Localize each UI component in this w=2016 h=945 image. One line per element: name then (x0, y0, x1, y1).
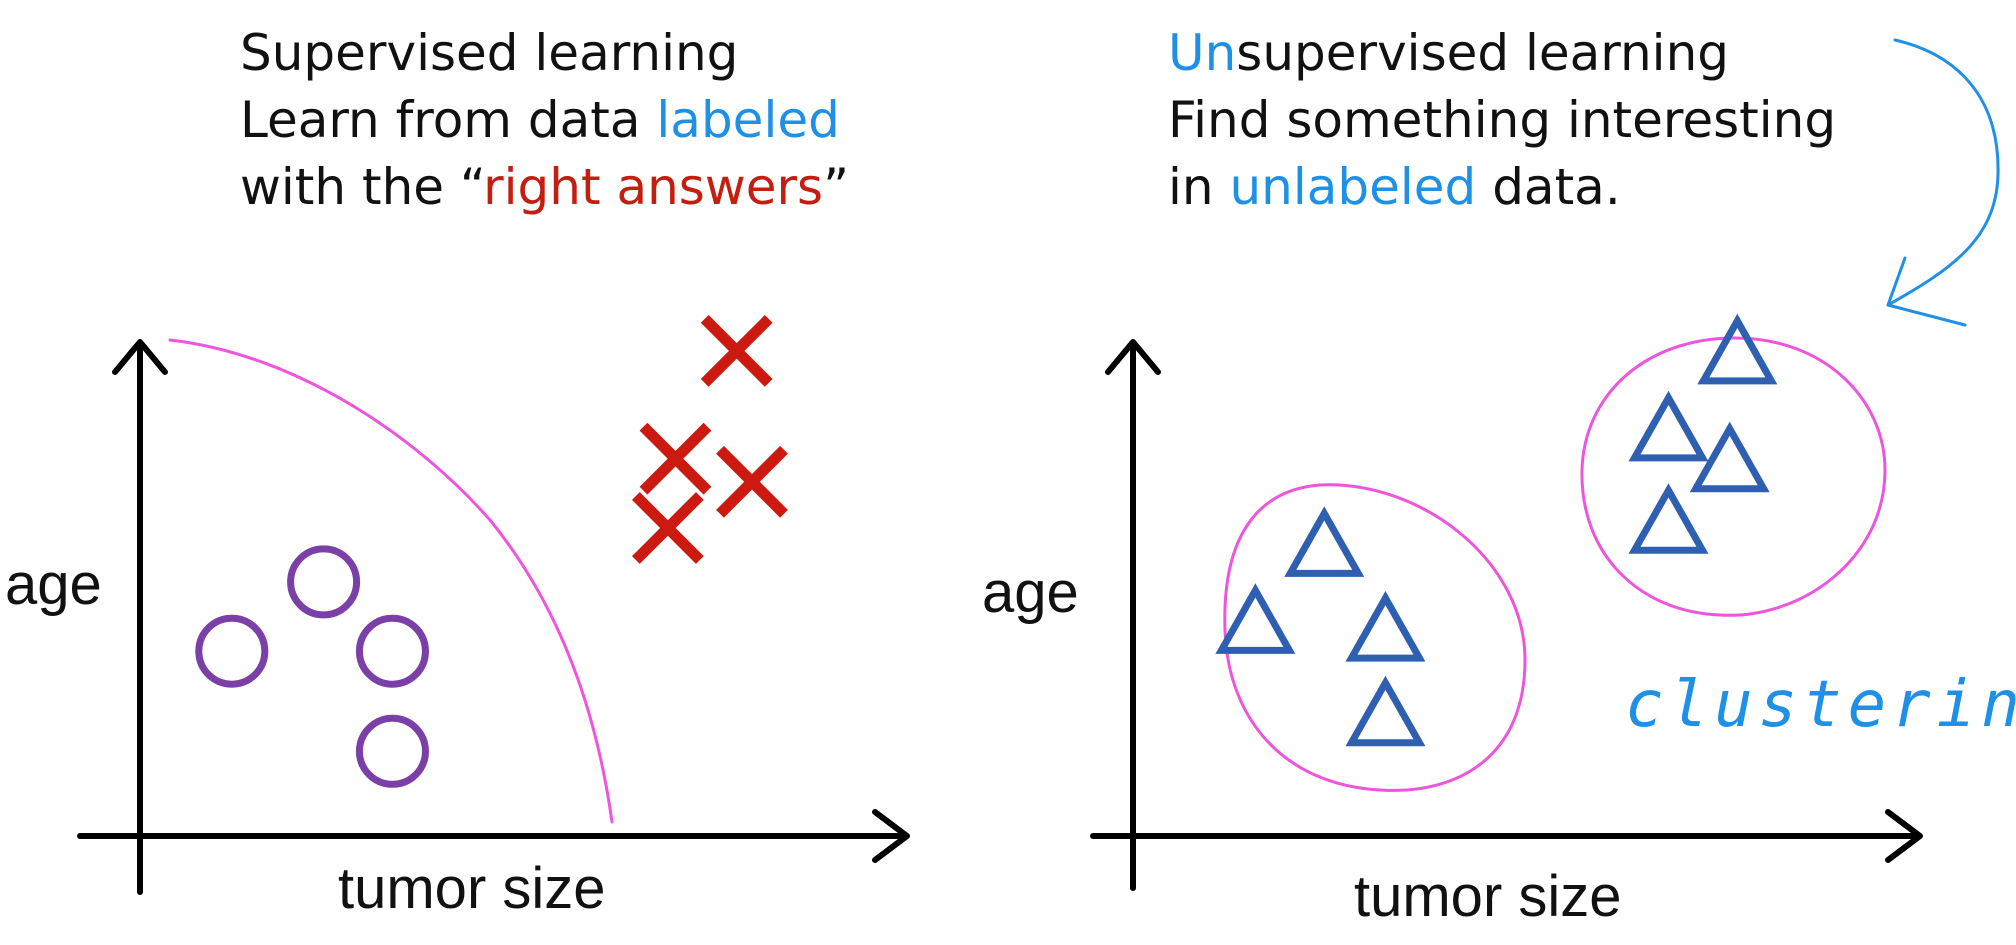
right-answers-highlight: right answers (483, 158, 824, 216)
triangle-point-8 (1628, 483, 1709, 554)
supervised-line3-prefix: with the “ (240, 158, 484, 216)
left-y-axis-label: age (5, 552, 102, 617)
labeled-highlight: labeled (656, 91, 840, 149)
un-prefix-highlight: Un (1168, 24, 1237, 82)
supervised-line3-suffix: ” (823, 158, 850, 216)
cross-point-4 (716, 445, 788, 518)
decision-boundary (168, 338, 614, 824)
supervised-definition-line-1: Learn from data labeled (240, 87, 849, 154)
circle-point-1 (195, 614, 269, 688)
circle-point-3 (355, 614, 429, 688)
curved-arrow-head (1886, 256, 1967, 327)
cross-point-3 (631, 492, 704, 564)
cross-point-1 (700, 315, 773, 387)
unsupervised-plot: age tumor size clustering (982, 38, 2016, 929)
supervised-plot: age tumor size (5, 315, 910, 921)
circle-point-4 (355, 714, 429, 788)
triangle-point-3 (1345, 591, 1426, 662)
cluster-outline-2 (1580, 336, 1887, 617)
unsupervised-line3-prefix: in (1168, 158, 1230, 216)
cross-point-2 (639, 422, 712, 495)
unsupervised-title: Unsupervised learning (1168, 20, 1836, 87)
right-y-axis-arrowhead (1105, 339, 1161, 375)
unsupervised-text-block: Unsupervised learning Find something int… (1168, 20, 1836, 221)
supervised-text-block: Supervised learning Learn from data labe… (240, 20, 849, 221)
left-data-points (195, 315, 788, 788)
unlabeled-highlight: unlabeled (1229, 158, 1477, 216)
supervised-definition-line-2: with the “right answers” (240, 154, 849, 221)
unsupervised-line3-suffix: data. (1476, 158, 1621, 216)
unsupervised-definition-line-2: in unlabeled data. (1168, 154, 1836, 221)
right-y-axis-label: age (982, 560, 1079, 625)
triangle-point-4 (1345, 675, 1426, 747)
curved-arrow (1886, 38, 2000, 307)
left-y-axis-arrowhead (112, 339, 168, 375)
triangle-point-5 (1697, 313, 1778, 385)
right-data-points (1215, 313, 1778, 747)
right-x-axis-arrowhead (1885, 809, 1923, 863)
triangle-point-6 (1628, 390, 1709, 462)
left-x-axis-label: tumor size (338, 856, 606, 921)
cluster-outline-1 (1223, 483, 1527, 792)
clustering-annotation: clustering (1625, 668, 2016, 742)
unsupervised-definition-line-1: Find something interesting (1168, 91, 1837, 149)
unsupervised-title-rest: supervised learning (1236, 24, 1729, 82)
circle-point-2 (287, 545, 361, 619)
supervised-title: Supervised learning (240, 24, 739, 82)
triangle-point-7 (1689, 421, 1770, 493)
right-x-axis-label: tumor size (1354, 864, 1622, 929)
triangle-point-1 (1284, 506, 1365, 577)
triangle-point-2 (1215, 583, 1296, 654)
left-x-axis-arrowhead (872, 809, 910, 863)
supervised-line2-text: Learn from data (240, 91, 657, 149)
